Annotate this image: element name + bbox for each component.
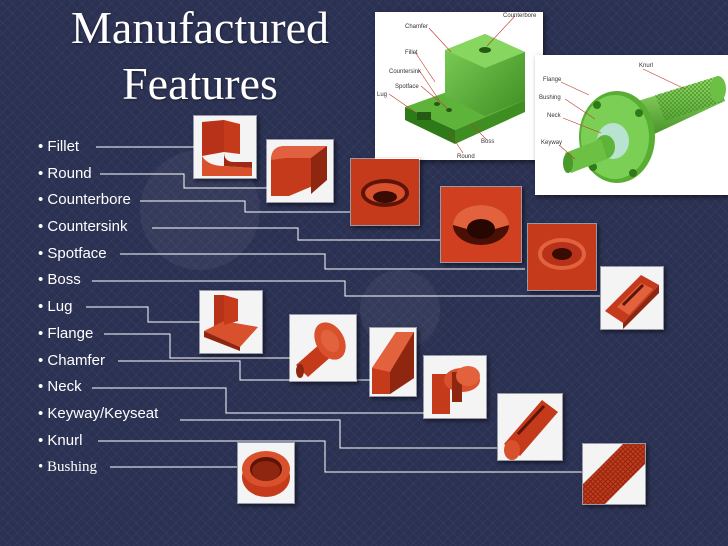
- connector-counterbore: [140, 200, 350, 213]
- list-item-boss: • Boss: [38, 271, 81, 289]
- list-item-chamfer: • Chamfer: [38, 351, 105, 369]
- diagram-label-chamfer: Chamfer: [405, 24, 428, 30]
- list-item-counterbore: • Counterbore: [38, 191, 131, 209]
- diagram-label-countersink: Countersink: [389, 69, 422, 75]
- connector-spotface: [120, 253, 525, 270]
- connector-round: [100, 173, 267, 189]
- bushing-image: [237, 442, 295, 504]
- diagram-label-boss: Boss: [481, 139, 494, 145]
- spotface-image: [527, 223, 597, 291]
- connector-flange: [104, 333, 290, 359]
- keyway-image: [497, 393, 563, 461]
- boss-image: [600, 266, 664, 330]
- connector-boss: [92, 280, 600, 297]
- list-item-keyway: • Keyway/Keyseat: [38, 404, 159, 422]
- diagram-label-spotface: Spotface: [395, 84, 419, 90]
- diagram-label-bushing: Bushing: [539, 95, 561, 101]
- lug-image: [199, 290, 263, 354]
- diagram-label-round: Round: [457, 154, 475, 160]
- diagram-label-fillet: Fillet: [405, 50, 418, 56]
- list-item-bushing: • Bushing: [38, 459, 98, 476]
- connector-lug: [86, 306, 200, 323]
- list-item-flange: • Flange: [38, 324, 94, 342]
- title-line-2: Features: [122, 58, 278, 109]
- list-item-lug: • Lug: [38, 298, 73, 316]
- diagram-label-flange: Flange: [543, 77, 562, 83]
- diagram-label-counterbore: Counterbore: [503, 13, 537, 19]
- list-item-knurl: • Knurl: [38, 431, 83, 449]
- list-item-spotface: • Spotface: [38, 244, 107, 262]
- list-item-round: • Round: [38, 164, 92, 182]
- flange-image: [289, 314, 357, 382]
- list-item-neck: • Neck: [38, 378, 82, 396]
- list-item-fillet: • Fillet: [38, 138, 80, 155]
- diagram-right-panel: Knurl Flange Bushing Neck Keyway: [535, 55, 728, 195]
- feature-list: • Fillet • Round • Counterbore • Counter…: [38, 134, 158, 481]
- round-image: [266, 139, 334, 203]
- diagram-left-panel: Counterbore Chamfer Fillet Countersink S…: [375, 12, 543, 160]
- diagram-label-lug: Lug: [377, 92, 387, 98]
- fillet-image: [193, 115, 257, 179]
- chamfer-image: [369, 327, 417, 397]
- diagram-label-knurl: Knurl: [639, 63, 653, 69]
- diagram-label-keyway: Keyway: [541, 140, 562, 146]
- connector-neck: [92, 387, 425, 414]
- neck-image: [423, 355, 487, 419]
- list-item-countersink: • Countersink: [38, 218, 128, 236]
- connector-keyway: [180, 419, 497, 449]
- counterbore-image: [350, 158, 420, 226]
- slide-title: Manufactured Features: [40, 0, 360, 112]
- knurl-image: [582, 443, 646, 505]
- countersink-image: [440, 186, 522, 263]
- title-line-1: Manufactured: [71, 2, 329, 53]
- connector-countersink: [152, 227, 440, 241]
- connector-knurl: [98, 440, 582, 473]
- diagram-label-neck: Neck: [547, 113, 562, 119]
